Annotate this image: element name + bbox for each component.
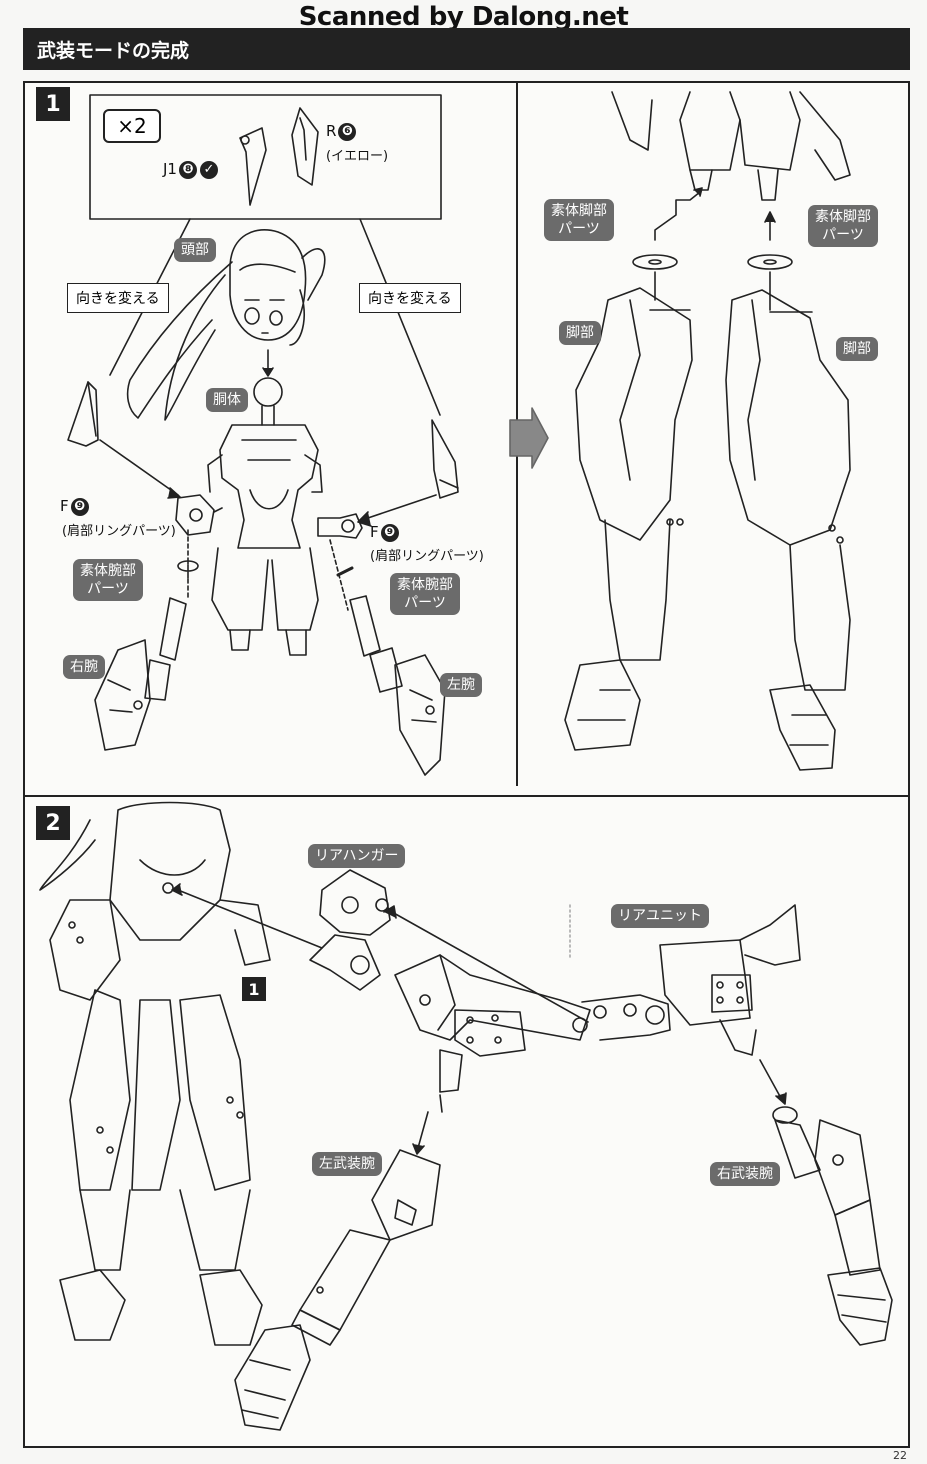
section-header: 武装モードの完成 [23, 28, 910, 70]
label-arm-parts-right: 素体腕部パーツ [390, 573, 460, 615]
head-drawing [126, 229, 326, 421]
part-j1-number: ❽ [178, 160, 197, 179]
section-title: 武装モードの完成 [37, 39, 190, 62]
step-number-1: 1 [36, 87, 70, 121]
part-r-letter: R [326, 122, 337, 140]
rear-hanger-drawing [309, 869, 391, 991]
right-weapon-arm-drawing [772, 1106, 893, 1346]
label-rear-unit: リアユニット [611, 904, 709, 928]
panel-divider-horizontal [23, 795, 910, 797]
left-weapon-arm-drawing [234, 1149, 441, 1431]
part-j1 [239, 127, 267, 206]
label-right-weapon-arm: 右武装腕 [710, 1162, 780, 1186]
step-reference-1: 1 [242, 977, 266, 1001]
label-right-arm: 右腕 [63, 655, 105, 679]
leg-parts-right-line1: 素体脚部 [815, 209, 871, 225]
label-head: 頭部 [174, 238, 216, 262]
label-rear-hanger: リアハンガー [308, 844, 406, 868]
right-arm-drawing [94, 597, 187, 751]
leg-parts-left-line2: パーツ [558, 221, 600, 237]
label-torso: 胴体 [206, 388, 248, 412]
label-arm-parts-left: 素体腕部パーツ [73, 559, 143, 601]
part-f-right-letter: F [370, 523, 379, 541]
rear-unit-drawing [394, 904, 801, 1113]
part-f-right-note: (肩部リングパーツ) [370, 549, 484, 564]
part-j1-letter: J1 [163, 160, 177, 178]
leg-parts-left-line1: 素体脚部 [551, 203, 607, 219]
arm-parts-right-line1: 素体腕部 [397, 577, 453, 593]
step-number-2: 2 [36, 806, 70, 840]
arm-parts-left-line1: 素体腕部 [80, 563, 136, 579]
instruction-frame [23, 81, 910, 1448]
part-f-left-letter: F [60, 497, 69, 515]
torso-drawing [207, 377, 323, 656]
label-legs-right: 脚部 [836, 337, 878, 361]
label-legs-left: 脚部 [559, 321, 601, 345]
arm-parts-right-line2: パーツ [404, 595, 446, 611]
leg-parts-right-line2: パーツ [822, 227, 864, 243]
part-f-left-note: (肩部リングパーツ) [62, 524, 176, 539]
arm-parts-left-line2: パーツ [87, 581, 129, 597]
right-leg-drawing [725, 289, 851, 771]
note-turn-around-left: 向きを変える [67, 283, 169, 313]
part-f-left-number: ❾ [70, 497, 89, 516]
left-leg-drawing [564, 287, 693, 751]
gate-cut-icon: ✓ [199, 160, 218, 179]
assembled-body-back-drawing [39, 801, 271, 1346]
scan-watermark: Scanned by Dalong.net [298, 2, 629, 32]
part-f-right-number: ❾ [380, 523, 399, 542]
label-left-weapon-arm: 左武装腕 [312, 1152, 382, 1176]
upper-body-partial-drawing [611, 91, 851, 201]
label-leg-parts-left: 素体脚部パーツ [544, 199, 614, 241]
note-turn-around-right: 向きを変える [359, 283, 461, 313]
part-r-number: ❻ [338, 122, 357, 141]
label-left-arm: 左腕 [440, 673, 482, 697]
label-leg-parts-right: 素体脚部パーツ [808, 205, 878, 247]
page-number: 22 [893, 1449, 907, 1462]
left-arm-drawing [349, 595, 446, 776]
quantity-multiplier: ×2 [103, 109, 161, 143]
part-r-color: (イエロー) [326, 149, 389, 164]
